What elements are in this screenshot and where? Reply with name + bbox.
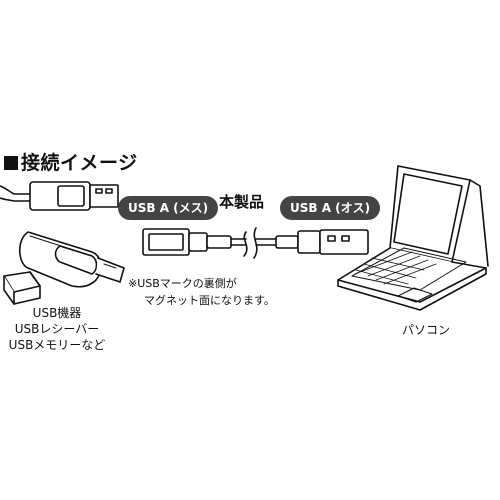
section-heading-text: 接続イメージ	[21, 152, 138, 174]
magnet-note: ※USBマークの裏側が マグネット面になります。	[128, 275, 275, 309]
usb-a-female-label: USB A (メス)	[118, 196, 219, 220]
square-bullet-icon	[4, 156, 18, 170]
usb-a-male-label: USB A (オス)	[280, 196, 381, 220]
device-list-item: USBメモリーなど	[8, 338, 106, 352]
magnet-note-line-2: マグネット面になります。	[144, 294, 275, 307]
usb-plug-icon	[0, 181, 119, 211]
device-list-item: USBレシーバー	[14, 322, 100, 336]
product-label: 本製品	[219, 193, 265, 211]
usb-memory-icon	[18, 231, 125, 288]
magnet-note-line-1: ※USBマークの裏側が	[128, 277, 237, 290]
laptop-icon	[337, 165, 489, 311]
device-list-item: USB機器	[32, 306, 82, 320]
device-list: USB機器 USBレシーバー USBメモリーなど	[2, 305, 112, 353]
section-heading: 接続イメージ	[4, 148, 138, 175]
cable-female-end-icon	[142, 228, 232, 256]
cable-body	[230, 227, 277, 259]
pc-label: パソコン	[401, 323, 450, 337]
usb-receiver-icon	[3, 271, 41, 305]
cable-male-end-icon	[275, 229, 369, 255]
